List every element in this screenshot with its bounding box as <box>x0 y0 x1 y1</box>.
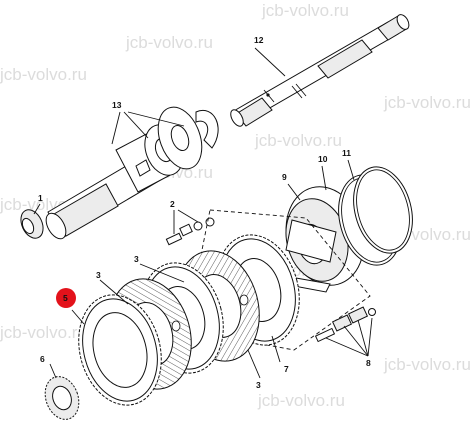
watermark-text: jcb-volvo.ru <box>383 355 471 374</box>
part-2-bolts <box>165 217 215 246</box>
watermark-text: jcb-volvo.ru <box>125 33 213 52</box>
callout-1: 1 <box>38 193 43 203</box>
watermark-text: jcb-volvo.ru <box>0 65 87 84</box>
part-5-steel-disc <box>78 294 162 406</box>
callout-5: 5 <box>63 293 68 303</box>
callout-3-front: 3 <box>96 270 101 280</box>
leader-lines <box>33 47 373 379</box>
callout-3-rear: 3 <box>134 254 139 264</box>
callout-5-highlight <box>56 288 76 308</box>
watermark-text: jcb-volvo.ru <box>0 323 87 342</box>
part-12-output-shaft <box>230 14 410 127</box>
watermark-text: jcb-volvo.ru <box>254 131 342 150</box>
watermark-text: jcb-volvo.ru <box>383 93 471 112</box>
callout-13: 13 <box>112 100 122 110</box>
callout-6: 6 <box>40 354 45 364</box>
callout-3-bottom: 3 <box>256 380 261 390</box>
callout-8: 8 <box>366 358 371 368</box>
callout-11: 11 <box>342 148 351 158</box>
callout-10: 10 <box>318 154 328 164</box>
part-6-hub-gear <box>44 376 80 420</box>
callout-2: 2 <box>170 199 175 209</box>
callout-7: 7 <box>284 364 289 374</box>
callout-9: 9 <box>282 172 287 182</box>
part-10-11-seals <box>338 166 413 266</box>
callout-12: 12 <box>254 35 264 45</box>
part-8-springs <box>314 306 376 343</box>
part-1-gear <box>20 209 44 239</box>
part-13-input-shaft <box>45 106 219 240</box>
watermark-text: jcb-volvo.ru <box>257 391 345 410</box>
watermark-text: jcb-volvo.ru <box>261 1 349 20</box>
callouts: 12 13 1 2 10 11 9 3 3 3 7 8 6 5 <box>38 35 371 390</box>
